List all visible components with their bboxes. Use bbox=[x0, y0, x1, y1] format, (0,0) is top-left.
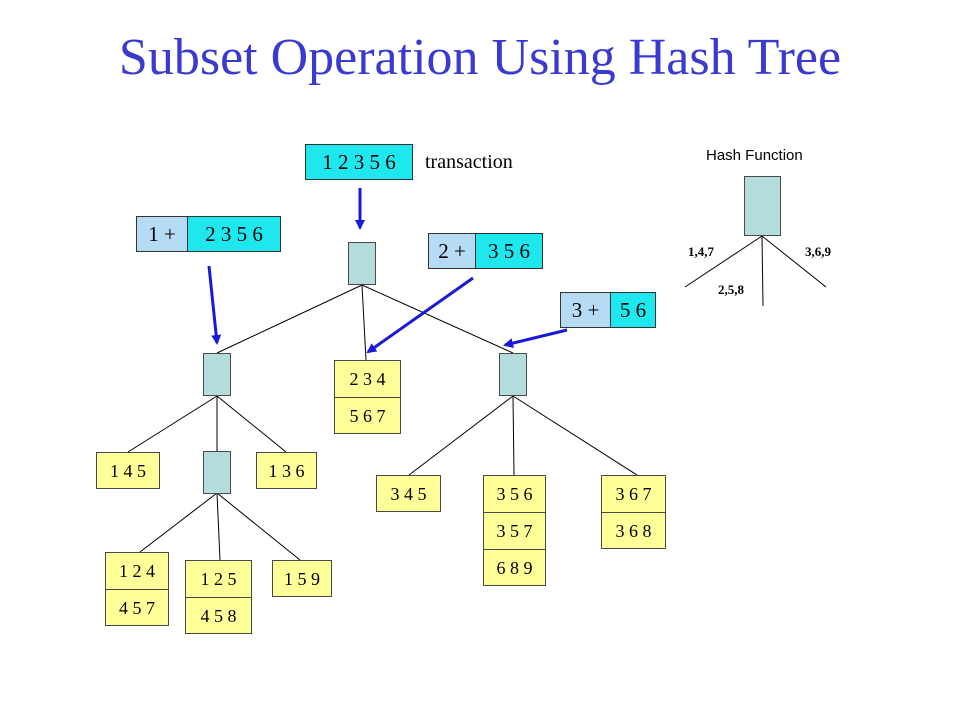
itemset: 1 5 9 bbox=[284, 569, 320, 589]
transaction-box: 1 2 3 5 6 bbox=[305, 144, 413, 180]
split-3-rest: 5 6 bbox=[610, 292, 656, 328]
leaf-234: 2 3 4 5 6 7 bbox=[334, 360, 401, 434]
arrow-split-2 bbox=[366, 276, 474, 354]
itemset: 5 6 7 bbox=[349, 406, 386, 426]
edge-root-left bbox=[216, 284, 363, 354]
tree-edges bbox=[127, 235, 827, 561]
split-3-prefix: 3 + bbox=[560, 292, 611, 328]
leaf-345: 3 4 5 bbox=[376, 475, 441, 512]
itemset: 1 3 6 bbox=[268, 461, 305, 481]
leaf-367: 3 6 7 3 6 8 bbox=[601, 475, 666, 549]
hf-edge-left bbox=[684, 235, 763, 288]
itemset: 6 8 9 bbox=[496, 558, 533, 578]
leaf-125: 1 2 5 4 5 8 bbox=[185, 560, 252, 634]
edge-child-159 bbox=[216, 492, 301, 561]
itemset: 1 2 4 bbox=[106, 553, 168, 590]
leaf-136: 1 3 6 bbox=[256, 452, 317, 489]
edge-root-mid bbox=[361, 284, 367, 361]
itemset: 3 5 7 bbox=[484, 513, 545, 550]
itemset: 4 5 7 bbox=[119, 598, 155, 618]
hash-branch-258: 2,5,8 bbox=[718, 282, 744, 297]
root-node bbox=[348, 242, 376, 285]
leaf-145: 1 4 5 bbox=[96, 452, 160, 489]
hf-edge-mid bbox=[761, 235, 764, 307]
split-2-rest: 3 5 6 bbox=[475, 233, 543, 269]
left-child-node bbox=[203, 451, 231, 494]
hash-function-node bbox=[744, 176, 781, 236]
edge-child-124 bbox=[139, 492, 218, 553]
edge-root-right bbox=[361, 284, 514, 354]
hash-branch-369: 3,6,9 bbox=[805, 244, 831, 259]
left-node bbox=[203, 353, 231, 396]
arrows bbox=[207, 188, 568, 354]
itemset: 3 5 6 bbox=[484, 476, 545, 513]
arrow-split-3 bbox=[503, 328, 568, 348]
leaf-356: 3 5 6 3 5 7 6 8 9 bbox=[483, 475, 546, 586]
leaf-124: 1 2 4 4 5 7 bbox=[105, 552, 169, 626]
itemset: 1 2 5 bbox=[186, 561, 251, 598]
edge-right-356 bbox=[512, 395, 515, 476]
split-2-prefix: 2 + bbox=[428, 233, 476, 269]
edge-left-145 bbox=[127, 395, 218, 453]
leaf-159: 1 5 9 bbox=[272, 560, 332, 597]
itemset: 3 6 7 bbox=[602, 476, 665, 513]
itemset: 1 4 5 bbox=[110, 461, 146, 481]
split-1-rest: 2 3 5 6 bbox=[187, 216, 281, 252]
edge-right-345 bbox=[408, 395, 514, 476]
arrow-split-1 bbox=[207, 265, 222, 345]
edge-left-136 bbox=[216, 395, 287, 453]
itemset: 4 5 8 bbox=[200, 606, 237, 626]
right-node bbox=[499, 353, 527, 396]
hf-edge-right bbox=[761, 235, 827, 288]
page-title: Subset Operation Using Hash Tree bbox=[118, 29, 842, 86]
itemset: 3 6 8 bbox=[615, 521, 652, 541]
edge-right-367 bbox=[512, 395, 638, 476]
split-1-prefix: 1 + bbox=[136, 216, 188, 252]
itemset: 3 4 5 bbox=[390, 484, 427, 504]
transaction-label: transaction bbox=[425, 151, 513, 173]
hash-function-title: Hash Function bbox=[706, 147, 803, 164]
hash-branch-147: 1,4,7 bbox=[688, 244, 714, 259]
edge-child-125 bbox=[216, 492, 221, 561]
itemset: 2 3 4 bbox=[335, 361, 400, 398]
